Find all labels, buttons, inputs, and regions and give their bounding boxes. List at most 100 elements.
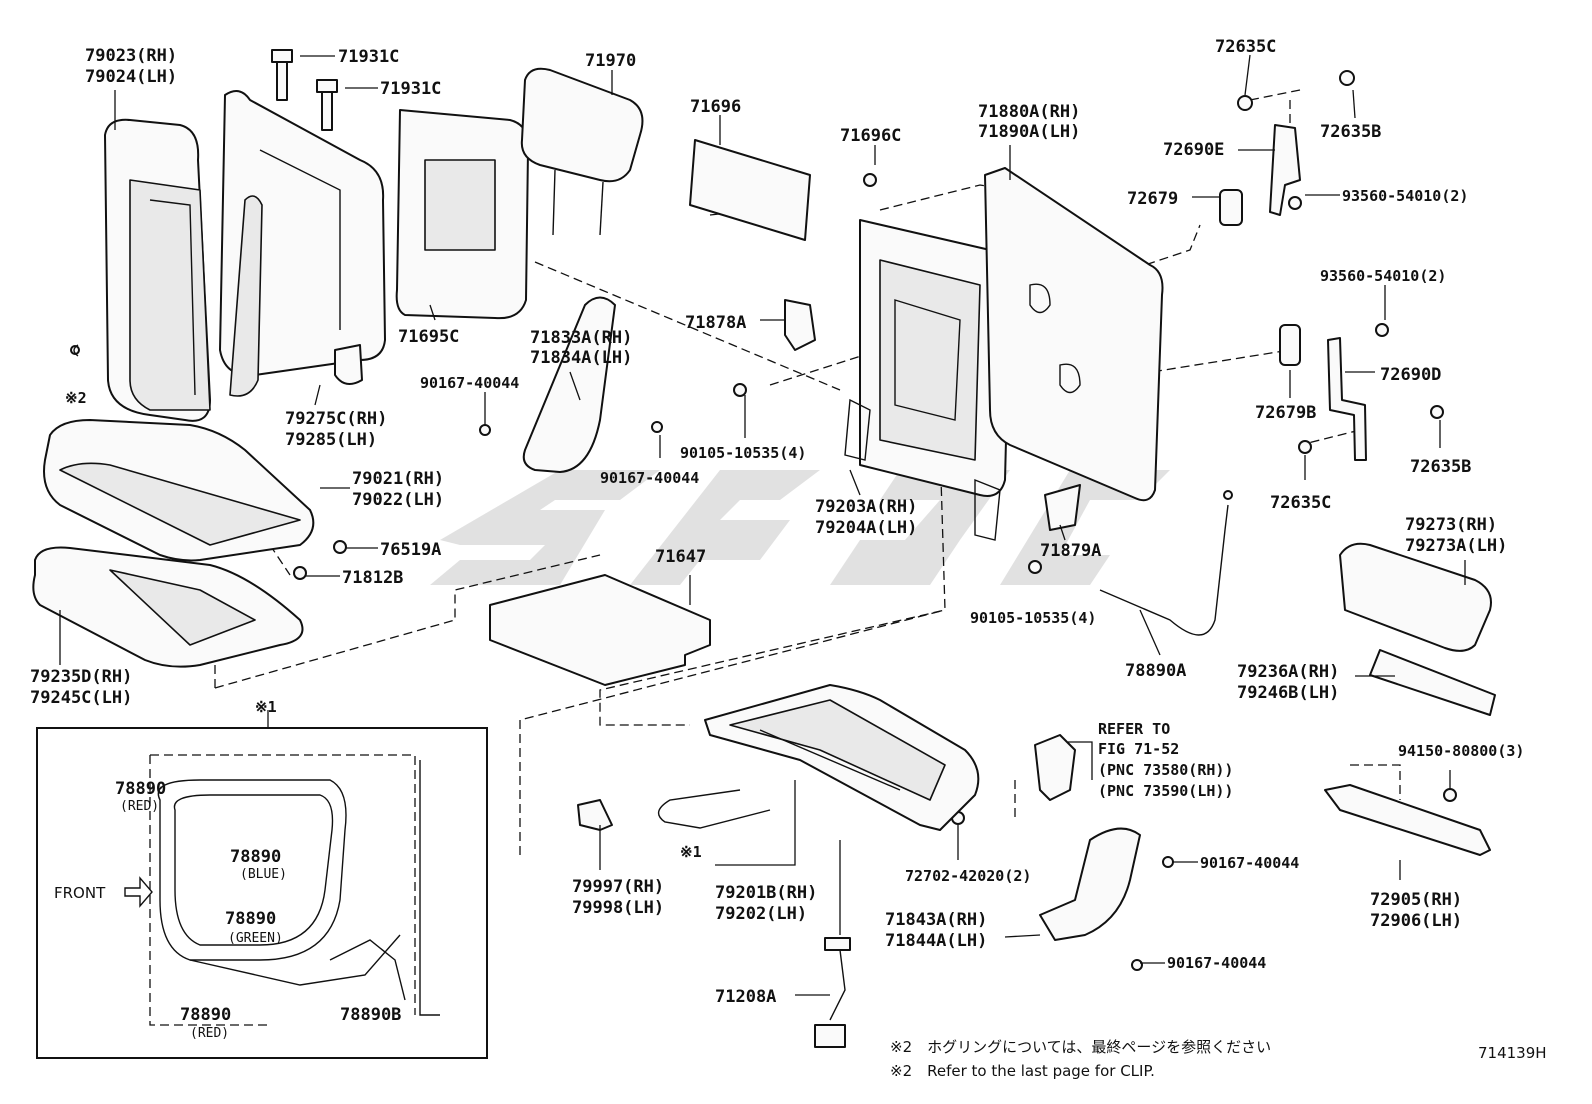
label-76519a: 76519A [380,540,441,560]
label-79236a: 79236A(RH) [1237,662,1339,682]
cable-inset [36,710,488,1059]
label-71696c: 71696C [840,126,901,146]
label-79022: 79022(LH) [352,490,444,510]
label-79021: 79021(RH) [352,469,444,489]
label-72690e: 72690E [1163,140,1224,160]
headrest-71970 [520,67,644,236]
label-71931c-b: 71931C [380,79,441,99]
inset-label-78890b: 78890B [340,1005,401,1025]
label-71833a: 71833A(RH) [530,328,632,348]
label-mark1-box: ※1 [255,698,277,716]
label-72635b-top: 72635B [1320,122,1381,142]
label-refer-fig: FIG 71-52 [1098,740,1179,758]
label-72690d: 72690D [1380,365,1441,385]
label-71844a: 71844A(LH) [885,931,987,951]
label-72702: 72702-42020(2) [905,867,1031,885]
seatback-cover-79023 [104,118,211,422]
label-refer-pnc1: (PNC 73580(RH)) [1098,761,1233,779]
part-79997 [577,799,613,831]
back-frame-79203a [844,219,1011,541]
label-71812b: 71812B [342,568,403,588]
label-79235d: 79235D(RH) [30,667,132,687]
footnotes: ※2 ホグリングについては、最終ページを参照ください ※2 Refer to t… [890,1038,1547,1080]
label-71890a: 71890A(LH) [978,122,1080,142]
label-71834a: 71834A(LH) [530,348,632,368]
cover-71843a [1039,827,1141,941]
label-90105-a: 90105-10535(4) [680,444,806,462]
label-78890a: 78890A [1125,661,1186,681]
label-79998: 79998(LH) [572,898,664,918]
seat-cushion-cover-79021 [43,419,315,562]
label-93560-b: 93560-54010(2) [1320,267,1446,285]
label-79997: 79997(RH) [572,877,664,897]
label-71878a: 71878A [685,313,746,333]
label-79204a: 79204A(LH) [815,518,917,538]
inset-label-78890-red-top: 78890 [115,779,166,799]
seat-cushion-pad-79235d [32,546,304,668]
label-mark1-cable: ※1 [680,843,702,861]
back-board-71880a [984,167,1164,502]
belt-buckle [1034,734,1076,801]
label-71208a: 71208A [715,987,776,1007]
label-71695c: 71695C [398,327,459,347]
pad-71695c [395,109,530,320]
inset-label-front: FRONT [54,884,106,902]
label-79245c: 79245C(LH) [30,688,132,708]
fasteners [70,70,1457,971]
label-72905: 72905(RH) [1370,890,1462,910]
label-79273: 79273(RH) [1405,515,1497,535]
footnote-en: ※2 Refer to the last page for CLIP. [890,1062,1155,1080]
label-72635b-mid: 72635B [1410,457,1471,477]
footnote-jp: ※2 ホグリングについては、最終ページを参照ください [890,1038,1271,1056]
inset-label-78890-green: 78890 [225,909,276,929]
label-72679: 72679 [1127,189,1178,209]
cushion-71647 [489,574,711,686]
label-79024: 79024(LH) [85,67,177,87]
front-arrow-icon [124,876,153,908]
cable-78890a [1099,490,1233,636]
label-79201b: 79201B(RH) [715,883,817,903]
label-90167-c: 90167-40044 [1200,854,1299,872]
label-93560-a: 93560-54010(2) [1342,187,1468,205]
label-72906: 72906(LH) [1370,911,1462,931]
cable-mark1 [657,789,771,829]
harness-71208a [814,937,851,1048]
label-79285: 79285(LH) [285,430,377,450]
label-94150: 94150-80800(3) [1398,742,1524,760]
watermark-logo [430,470,1170,585]
label-71931c-a: 71931C [338,47,399,67]
label-79023: 79023(RH) [85,46,177,66]
inset-frame [36,727,488,1059]
label-71647: 71647 [655,547,706,567]
label-71880a: 71880A(RH) [978,102,1080,122]
side-cover-71833a [522,296,616,473]
bracket-72690d [1327,337,1367,461]
part-72905 [1324,784,1491,856]
label-72679b: 72679B [1255,403,1316,423]
label-90167-a: 90167-40044 [420,374,519,392]
label-refer-pnc2: (PNC 73590(LH)) [1098,782,1233,800]
label-71696: 71696 [690,97,741,117]
inset-label-red-bot: (RED) [190,1026,229,1041]
bracket-71878a [784,299,816,351]
plate-71696 [689,139,811,241]
cover-79273 [1339,542,1492,652]
label-90167-d: 90167-40044 [1167,954,1266,972]
leader-lines [59,54,1466,996]
figure-id: 714139H [1478,1044,1547,1062]
bracket-72690e [1269,124,1301,216]
label-71879a: 71879A [1040,541,1101,561]
label-79275c: 79275C(RH) [285,409,387,429]
label-79203a: 79203A(RH) [815,497,917,517]
clip-71931c [271,49,338,131]
bracket-71879a [1044,484,1081,531]
hook-72679 [1219,189,1243,226]
inset-label-78890-red-bot: 78890 [180,1005,231,1025]
cover-79236a [1369,649,1496,716]
label-mark2: ※2 [65,389,87,407]
label-90105-b: 90105-10535(4) [970,609,1096,627]
label-90167-b: 90167-40044 [600,469,699,487]
label-refer-to: REFER TO [1098,720,1170,738]
